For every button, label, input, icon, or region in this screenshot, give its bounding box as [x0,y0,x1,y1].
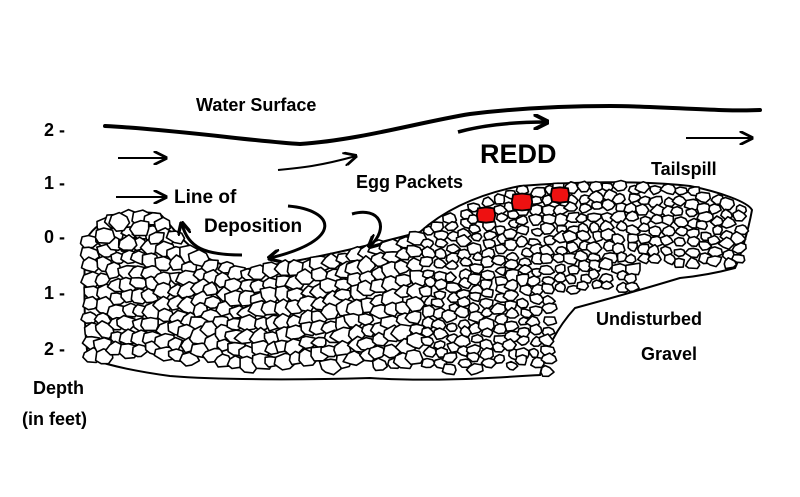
gravel-stone [469,225,480,234]
gravel-stone [442,353,456,363]
gravel-stone [541,254,553,264]
gravel-stone [628,234,639,243]
depth-axis-label: Depth [33,379,84,397]
gravel-stone [503,229,517,239]
gravel-stone [675,187,687,195]
redd-label: REDD [480,141,557,168]
gravel-stone [626,263,640,274]
flow-arrow [278,156,356,170]
gravel-stone [494,355,504,364]
water-surface-label: Water Surface [196,96,316,114]
gravel-stone [544,317,557,325]
depth-tick: 1 - [44,174,65,192]
gravel-stone [471,233,482,241]
gravel-stone [529,349,538,358]
gravel-stone [687,237,700,247]
gravel-stone [541,366,554,377]
line-of-deposition-label: Deposition [204,217,302,236]
gravel-stone [568,265,579,274]
egg-packet [551,187,569,202]
flow-arrow [458,122,546,132]
depth-tick: 2 - [44,121,65,139]
gravel-stone [423,270,434,278]
gravel-stone [589,269,600,279]
gravel-stone [649,226,661,236]
depth-tick: 0 - [44,228,65,246]
gravel-stone [674,249,685,256]
gravel-stone [516,355,527,365]
egg-packets-label: Egg Packets [356,173,463,191]
gravel-stone [406,246,422,257]
gravel-stone [483,239,495,248]
undisturbed-gravel-label: Gravel [641,345,697,363]
gravel-stone [577,281,589,290]
gravel-stone [405,350,423,364]
gravel-stone [497,213,508,222]
gravel-stone [555,264,565,273]
gravel-stone [494,324,507,334]
gravel-stone [481,270,495,279]
gravel-stone [530,306,543,315]
gravel-stone [495,194,505,204]
depth-tick: 1 - [44,284,65,302]
gravel-stone [481,328,492,337]
gravel-stone [516,236,528,247]
gravel-stone [420,257,433,267]
gravel-stone [141,318,158,331]
gravel-stone [588,213,601,221]
gravel-stone [468,274,481,285]
gravel-stone [713,225,722,234]
depth-tick: 2 - [44,340,65,358]
gravel-stone [686,209,697,217]
gravel-stone [516,225,528,235]
egg-packet [477,207,495,222]
gravel-stone [696,221,707,230]
gravel-stone [720,198,735,210]
gravel-stone [628,243,637,252]
gravel-stone [431,299,444,308]
gravel-stone [674,238,685,246]
undisturbed-gravel-label: Undisturbed [596,310,702,328]
gravel-stone [95,228,114,243]
gravel-stone [481,289,493,298]
eddy-arrow [352,212,380,246]
depth-axis-label: (in feet) [22,410,87,428]
gravel-stone [624,274,636,284]
gravel-stone [650,215,663,224]
line-of-deposition-label: Line of [174,188,236,207]
gravel-stone [421,337,433,346]
gravel-stone [447,323,458,331]
gravel-stone [359,314,374,325]
gravel-stone [442,364,456,374]
gravel-stone [671,207,683,216]
gravel-stone [674,258,684,267]
gravel-stone [602,183,613,190]
gravel-stone [542,284,554,294]
gravel-stone [422,359,436,368]
egg-packet [512,194,532,211]
tailspill-label: Tailspill [651,160,717,178]
